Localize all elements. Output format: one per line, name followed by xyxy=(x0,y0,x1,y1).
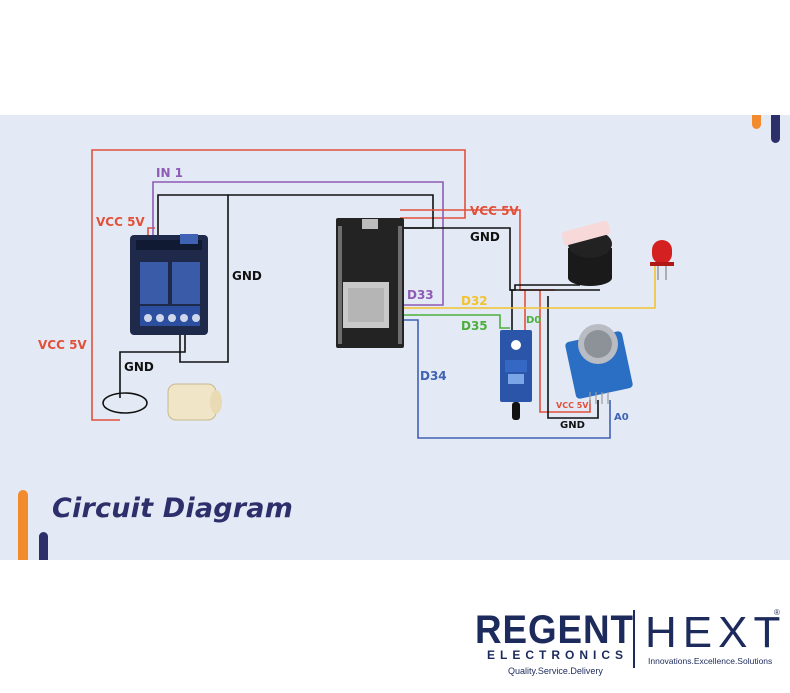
label-d0: D0 xyxy=(526,315,541,326)
relay-module xyxy=(130,234,208,335)
regent-electronics: ELECTRONICS xyxy=(487,648,629,662)
flame-sensor-module xyxy=(500,330,532,420)
wire-vcc-pump xyxy=(91,149,466,421)
label-gnd-pump: GND xyxy=(124,360,154,374)
label-vcc-top: VCC 5V xyxy=(470,204,519,218)
label-vcc-relay: VCC 5V xyxy=(96,215,145,229)
label-vcc-gas: VCC 5V xyxy=(556,401,589,410)
label-gnd-relay: GND xyxy=(232,269,262,283)
label-gnd-gas: GND xyxy=(560,420,585,431)
label-vcc-pump: VCC 5V xyxy=(38,338,87,352)
wire-d34 xyxy=(400,319,611,439)
accent-navy-bottom xyxy=(39,532,48,560)
wire-vcc-gas xyxy=(539,290,591,413)
label-a0: A0 xyxy=(614,412,629,423)
label-in1: IN 1 xyxy=(156,166,183,180)
wire-gnd-gas xyxy=(547,296,599,419)
wire-gnd-pump xyxy=(119,335,186,398)
gas-sensor-module xyxy=(565,324,633,404)
wire-d32 xyxy=(400,265,656,309)
wire-gnd-relay xyxy=(157,194,229,363)
hext-tagline: Innovations.Excellence.Solutions xyxy=(648,656,773,666)
red-led xyxy=(650,240,674,280)
buzzer xyxy=(561,220,612,286)
regent-tagline: Quality.Service.Delivery xyxy=(508,666,603,676)
label-gnd-top: GND xyxy=(470,230,500,244)
wire-in1 xyxy=(152,181,444,306)
registered-mark: ® xyxy=(774,608,780,617)
accent-orange-top xyxy=(752,115,761,129)
label-d33: D33 xyxy=(407,288,434,302)
wire-gnd-top xyxy=(400,227,600,291)
regent-logo: REGENT xyxy=(475,608,634,652)
diagram-title: Circuit Diagram xyxy=(52,493,294,524)
logo-divider xyxy=(633,610,635,668)
wire-vcc-top xyxy=(400,209,555,291)
label-d34: D34 xyxy=(420,369,447,383)
accent-navy-top xyxy=(771,115,780,143)
esp32-board xyxy=(336,218,404,348)
label-d35: D35 xyxy=(461,319,488,333)
label-d32: D32 xyxy=(461,294,488,308)
hext-logo: HEXT xyxy=(645,608,787,657)
accent-orange-bottom xyxy=(18,490,28,560)
water-pump xyxy=(102,383,222,421)
wire-d35 xyxy=(400,314,510,329)
